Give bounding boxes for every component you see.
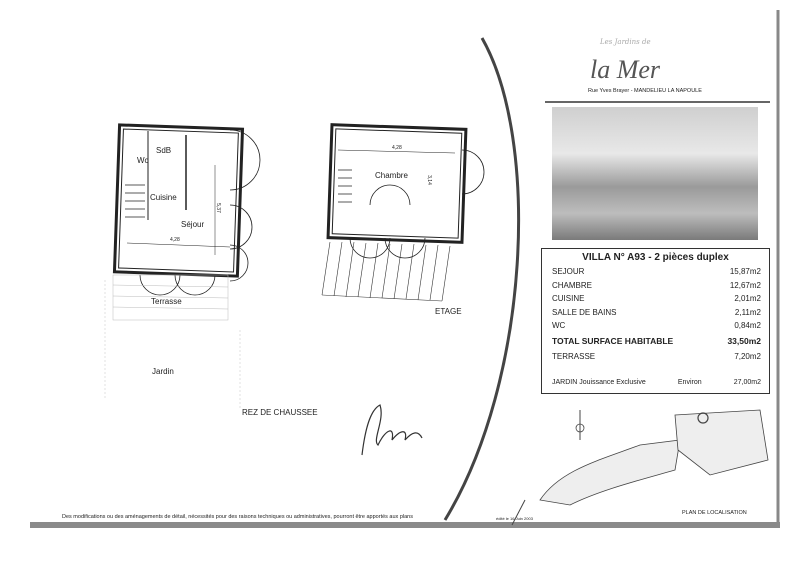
scan-band bbox=[30, 522, 780, 528]
table-row: WC 0,84m2 bbox=[552, 321, 761, 330]
address: Rue Yves Brayer - MANDELIEU LA NAPOULE bbox=[588, 88, 702, 94]
table-row: CHAMBRE 12,67m2 bbox=[552, 281, 761, 290]
row-label: WC bbox=[552, 321, 566, 330]
dim-width-ground: 4,28 bbox=[170, 237, 180, 243]
room-label-cuisine: Cuisine bbox=[150, 193, 177, 202]
room-label-chambre: Chambre bbox=[375, 171, 408, 180]
total-label: TOTAL SURFACE HABITABLE bbox=[552, 336, 674, 346]
room-label-terrasse: Terrasse bbox=[151, 297, 182, 306]
signature bbox=[361, 404, 423, 456]
location-plan-caption: PLAN DE LOCALISATION bbox=[682, 510, 747, 516]
total-row: TOTAL SURFACE HABITABLE 33,50m2 bbox=[552, 336, 761, 346]
upper-floor-plan bbox=[321, 123, 485, 302]
dim-depth-upper: 3,14 bbox=[425, 175, 432, 185]
room-label-wc: Wc bbox=[137, 156, 149, 165]
brand-subtitle: Les Jardins de bbox=[600, 38, 651, 46]
garden-value: 27,00m2 bbox=[733, 379, 761, 386]
row-value: 2,11m2 bbox=[734, 308, 761, 317]
total-value: 33,50m2 bbox=[727, 336, 761, 346]
garden-label: JARDIN Jouissance Exclusive bbox=[552, 379, 646, 386]
row-value: 15,87m2 bbox=[729, 267, 761, 276]
table-row: CUISINE 2,01m2 bbox=[552, 294, 761, 303]
terrace-row: TERRASSE 7,20m2 bbox=[552, 352, 761, 361]
disclaimer: Des modifications ou des aménagements de… bbox=[62, 514, 413, 520]
ground-floor-plan bbox=[104, 123, 261, 410]
villa-photo bbox=[552, 107, 758, 240]
row-label: SALLE DE BAINS bbox=[552, 308, 617, 317]
panel-curve bbox=[443, 37, 521, 521]
villa-title: VILLA N° A93 - 2 pièces duplex bbox=[582, 252, 729, 263]
row-value: 2,01m2 bbox=[734, 294, 761, 303]
edition-date: édité le 16 Juin 2003 bbox=[496, 516, 533, 521]
table-row: SEJOUR 15,87m2 bbox=[552, 267, 761, 276]
brand-logo: la Mer bbox=[590, 55, 661, 84]
garden-qualifier: Environ bbox=[677, 379, 702, 386]
caption-ground-floor: REZ DE CHAUSSEE bbox=[242, 408, 318, 417]
garden-row: JARDIN Jouissance Exclusive Environ 27,00m… bbox=[552, 379, 761, 386]
row-label: CHAMBRE bbox=[552, 281, 593, 290]
surface-table: VILLA N° A93 - 2 pièces duplex SEJOUR 15,… bbox=[541, 248, 770, 394]
location-map bbox=[539, 409, 769, 506]
room-label-sejour: Séjour bbox=[181, 220, 205, 229]
caption-upper-floor: ETAGE bbox=[435, 307, 462, 316]
row-label: SEJOUR bbox=[552, 267, 585, 276]
table-row: SALLE DE BAINS 2,11m2 bbox=[552, 308, 761, 317]
room-label-sdb: SdB bbox=[156, 146, 172, 155]
row-label: CUISINE bbox=[552, 294, 585, 303]
row-value: 0,84m2 bbox=[734, 321, 761, 330]
terrace-label: TERRASSE bbox=[552, 352, 596, 361]
terrace-value: 7,20m2 bbox=[734, 352, 761, 361]
dim-depth-ground: 5,37 bbox=[214, 203, 221, 213]
dim-width-upper: 4,28 bbox=[392, 145, 402, 151]
room-label-jardin: Jardin bbox=[152, 367, 174, 376]
row-value: 12,67m2 bbox=[729, 281, 761, 290]
